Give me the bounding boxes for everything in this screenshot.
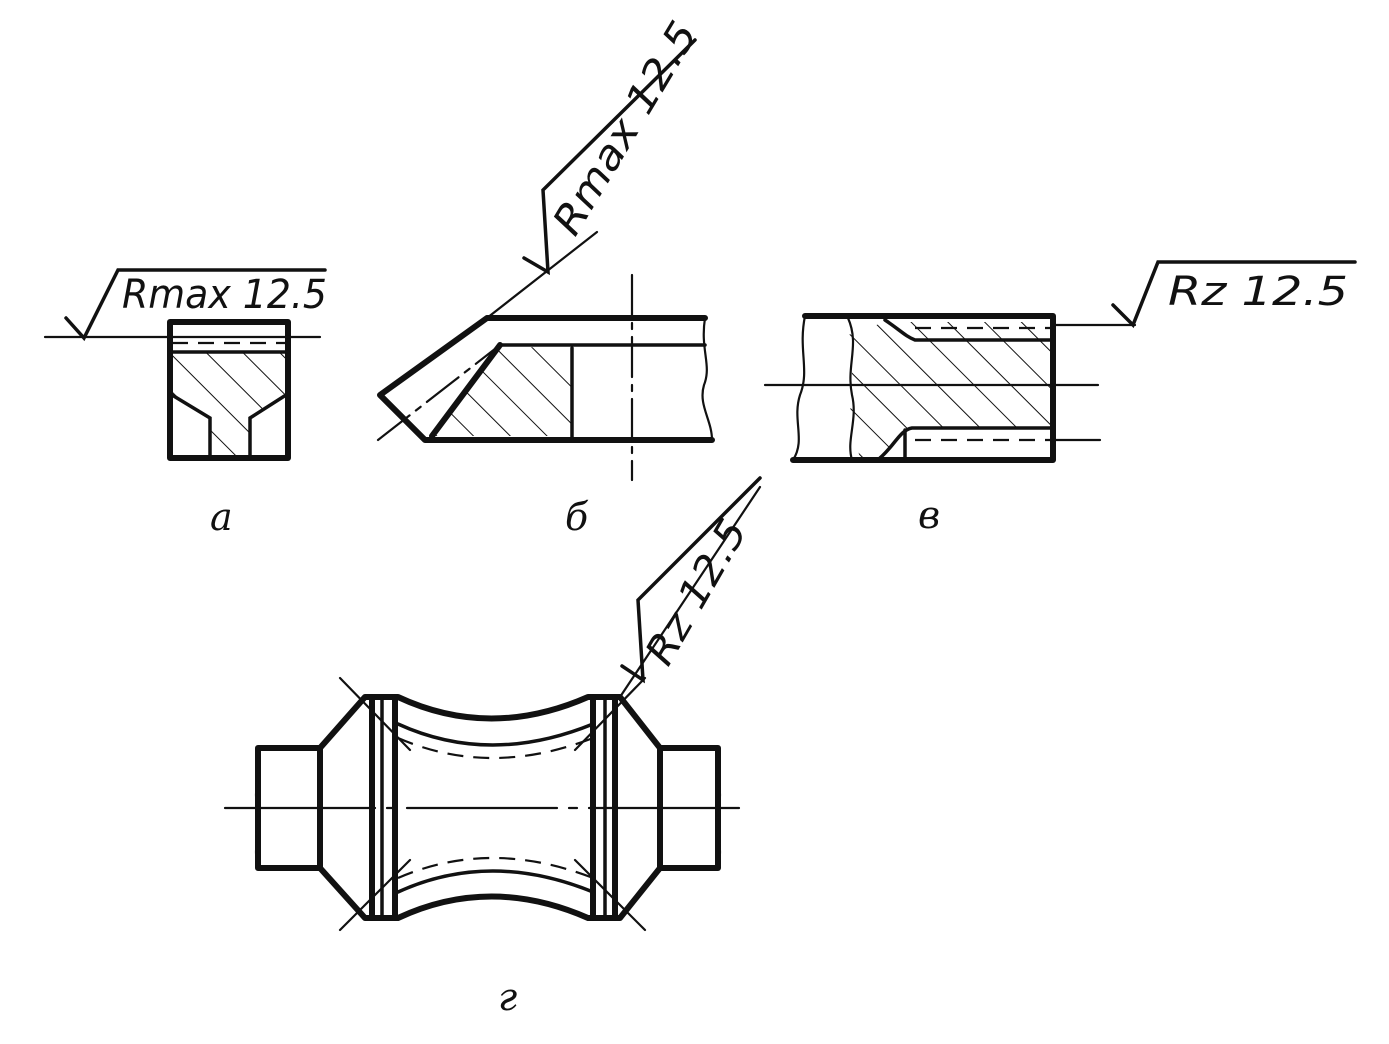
- figure-b-body: [377, 315, 715, 443]
- figure-b-roughness-symbol: [522, 38, 697, 276]
- figure-v-break-line: [791, 314, 807, 462]
- figure-v-bottom-bore: [878, 426, 1052, 460]
- figure-v: Rz 12.5 в: [763, 260, 1357, 537]
- figure-v-caption: в: [918, 493, 940, 537]
- figure-a-hatched-section: [172, 352, 286, 455]
- figure-v-roughness-label: Rz 12.5: [1168, 269, 1348, 315]
- figure-a-roughness-label: Rmax 12.5: [122, 272, 327, 318]
- figure-g-roughness-symbol: [620, 476, 762, 684]
- figure-g-diagonal-lr: [573, 858, 647, 932]
- figure-a-roughness-symbol: [64, 268, 327, 342]
- figure-g-roller-body: [317, 694, 663, 921]
- figure-b-roughness-label: Rmax 12.5: [544, 14, 707, 243]
- figure-b: Rmax 12.5 б: [376, 14, 715, 539]
- figure-v-top-bore: [883, 318, 1052, 342]
- figure-b-leader-line: [485, 230, 599, 320]
- figure-g-bottom-groove: [396, 869, 595, 894]
- figure-v-roughness-symbol: [1111, 260, 1357, 329]
- figure-g-roughness-label: Rz 12.5: [637, 511, 757, 673]
- figure-v-body: [790, 313, 1056, 463]
- figure-g-top-groove: [396, 722, 595, 747]
- figure-a-caption: а: [210, 495, 233, 539]
- figure-a: Rmax 12.5 а: [43, 268, 327, 539]
- figure-b-caption: б: [565, 495, 589, 539]
- figure-b-hatched-section: [432, 345, 572, 436]
- figure-g: Rz 12.5 г: [223, 476, 762, 1019]
- figure-g-diagonal-ur: [573, 676, 647, 752]
- figure-a-body: [167, 319, 291, 461]
- figure-b-chamfer-axis: [376, 343, 502, 442]
- figure-v-hatched-section: [848, 322, 1050, 458]
- figure-b-break-line: [701, 316, 714, 442]
- figure-g-caption: г: [498, 975, 517, 1019]
